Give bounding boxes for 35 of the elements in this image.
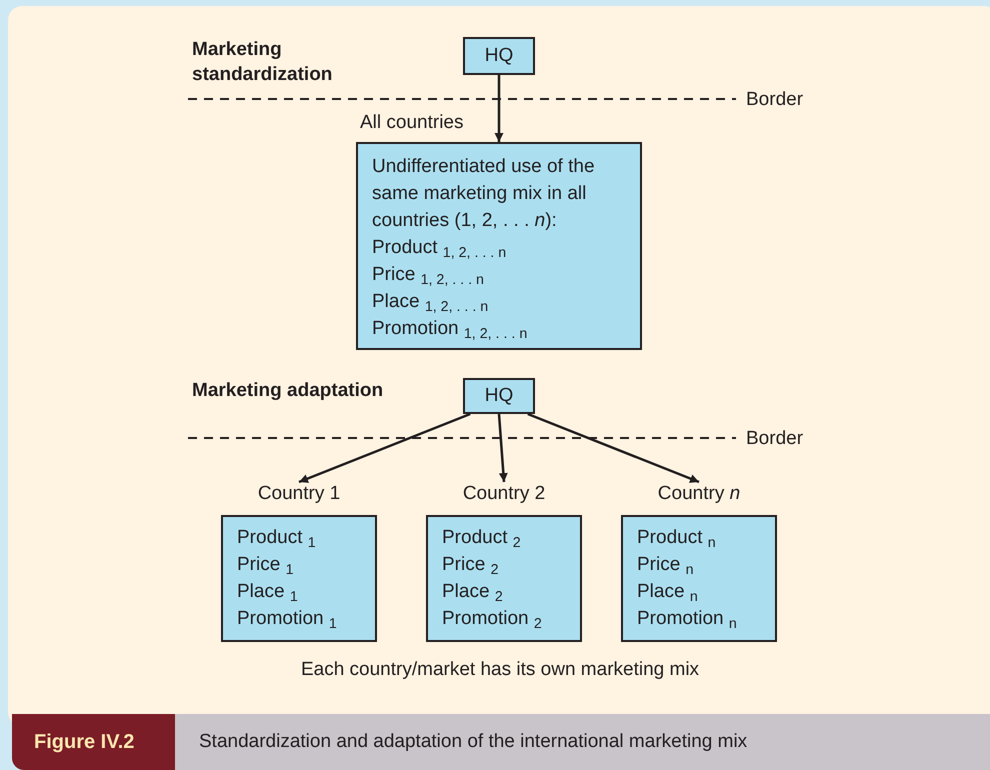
mix-item: Place $_{1, 2, . . . n}$	[372, 290, 490, 315]
mix-item: Place $_{1}$	[237, 580, 299, 605]
figure-number-tab: Figure IV.2	[12, 714, 175, 770]
note-text: Each country/market has its own marketing mix	[300, 658, 700, 682]
border-label: Border	[746, 427, 804, 451]
mix-item: Price $_{n}$	[637, 553, 695, 578]
description-text: Undifferentiated use of the same marketing mix in all countries (1, 2, . . . n):	[372, 155, 596, 233]
arrow	[494, 75, 504, 142]
process-box	[356, 142, 642, 350]
mix-item: Product $_{1, 2, . . . n}$	[372, 236, 508, 261]
country-heading: Country 1	[258, 482, 340, 506]
mix-item: Price $_{2}$	[442, 553, 500, 578]
arrow	[498, 414, 508, 482]
arrow	[527, 412, 700, 484]
section-heading: Marketing adaptation	[192, 379, 384, 403]
mix-item: Place $_{2}$	[442, 580, 504, 605]
node-caption: All countries	[360, 111, 464, 135]
section-heading: Marketing standardization	[192, 38, 334, 87]
hq-box: HQ	[463, 378, 535, 414]
mix-item: Promotion $_{n}$	[637, 607, 738, 632]
mix-item: Promotion $_{1, 2, . . . n}$	[372, 317, 528, 342]
hq-box: HQ	[463, 37, 535, 75]
caption-text: Standardization and adaptation of the international marketing mix	[199, 730, 748, 754]
mix-item: Promotion $_{2}$	[442, 607, 543, 632]
border-label: Border	[746, 88, 804, 112]
mix-item: Product $_{n}$	[637, 526, 717, 551]
mix-item: Price $_{1, 2, . . . n}$	[372, 263, 485, 288]
arrow	[298, 412, 471, 484]
country-heading: Country 2	[462, 482, 546, 506]
mix-item: Product $_{2}$	[442, 526, 522, 551]
mix-item: Price $_{1}$	[237, 553, 295, 578]
mix-item: Promotion $_{1}$	[237, 607, 338, 632]
mix-item: Place $_{n}$	[637, 580, 699, 605]
mix-item: Product $_{1}$	[237, 526, 317, 551]
country-heading: Country n	[658, 482, 740, 506]
